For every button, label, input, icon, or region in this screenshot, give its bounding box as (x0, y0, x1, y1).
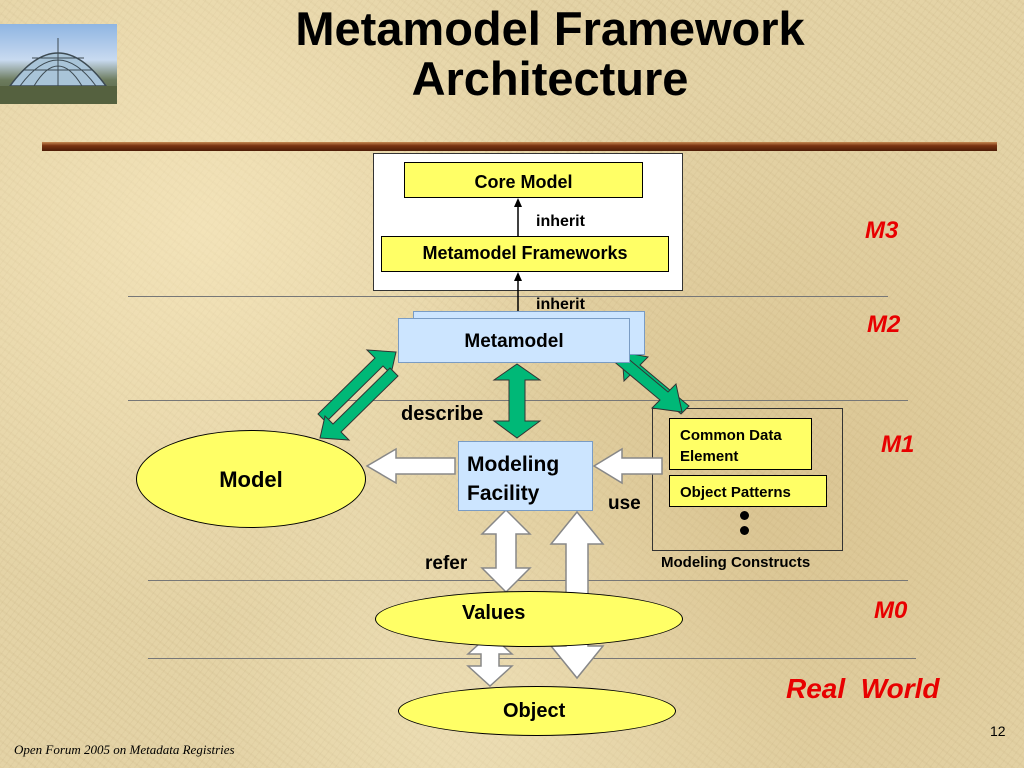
title-divider (42, 142, 997, 151)
m1-m0-separator (148, 580, 908, 581)
metamodel-frameworks-box: Metamodel Frameworks (381, 236, 669, 272)
inherit-label-top: inherit (536, 213, 585, 230)
values-ellipse: Values (375, 591, 683, 647)
modeling-constructs-label: Modeling Constructs (661, 554, 811, 571)
inherit-arrow-top (514, 198, 522, 236)
values-label: Values (462, 602, 526, 624)
page-title-line2: Architecture (411, 52, 689, 105)
use-label: use (608, 493, 641, 514)
dome-icon (0, 38, 117, 104)
describe-arrow-left (317, 349, 399, 441)
describe-arrow-right (610, 350, 690, 415)
common-data-element-label-line2: Element (680, 448, 739, 465)
building-dome-image (0, 24, 117, 104)
metamodel-frameworks-label: Metamodel Frameworks (422, 243, 628, 263)
use-arrow (592, 447, 663, 485)
model-ellipse: Model (136, 430, 366, 528)
core-model-box: Core Model (404, 162, 643, 198)
metamodel-label: Metamodel (464, 331, 564, 352)
page-title: Metamodel Framework Architecture (150, 4, 950, 104)
refer-label: refer (425, 553, 468, 574)
common-data-element-label-line1: Common Data (680, 427, 782, 444)
m0-realworld-separator (148, 658, 916, 659)
describe-label: describe (401, 403, 484, 425)
page-number: 12 (990, 723, 1006, 739)
model-label: Model (219, 467, 283, 492)
metamodel-box: Metamodel (398, 318, 630, 363)
values-object-arrow (466, 632, 514, 688)
real-world-label: Real World (786, 673, 940, 704)
footer-text: Open Forum 2005 on Metadata Registries (14, 742, 235, 757)
level-m1-label: M1 (881, 431, 915, 458)
modeling-facility-box: Modeling Facility (458, 441, 593, 511)
inherit-label-bottom: inherit (536, 296, 585, 313)
common-data-element-box: Common Data Element (669, 418, 812, 470)
level-m0-label: M0 (874, 597, 908, 624)
modeling-constructs-container (652, 408, 843, 551)
level-m2-label: M2 (867, 311, 901, 338)
level-m3-label: M3 (865, 217, 899, 244)
object-label: Object (503, 700, 566, 722)
ellipsis-dot-1 (740, 511, 749, 520)
ellipsis-dot-2 (740, 526, 749, 535)
modeling-facility-label-line1: Modeling (467, 453, 560, 476)
produce-model-arrow (365, 447, 456, 485)
modeling-facility-label-line2: Facility (467, 482, 540, 505)
core-model-label: Core Model (474, 172, 573, 192)
object-patterns-label: Object Patterns (680, 484, 791, 501)
object-patterns-box: Object Patterns (669, 475, 827, 507)
refer-arrow (480, 508, 532, 594)
m3-m2-separator (128, 296, 888, 297)
describe-arrow-center (492, 363, 542, 439)
object-ellipse: Object (398, 686, 676, 736)
page-title-line1: Metamodel Framework (295, 2, 805, 55)
